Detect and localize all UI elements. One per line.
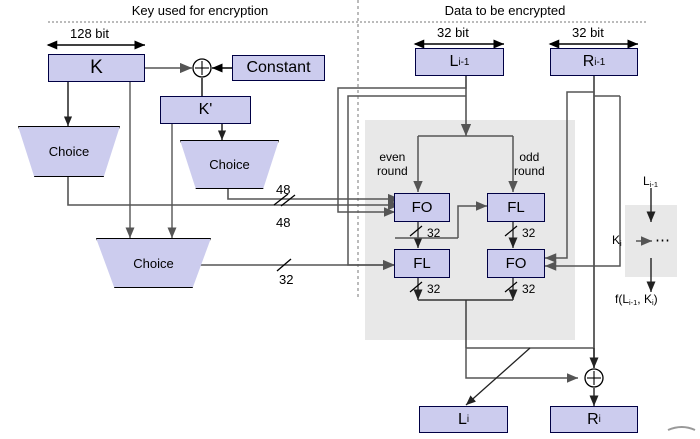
width-32-even-upper: 32 xyxy=(427,226,441,240)
input-right-subscript: i-1 xyxy=(594,56,606,68)
choice-box-3[interactable]: Choice xyxy=(96,238,211,288)
header-left: Key used for encryption xyxy=(131,3,269,18)
width-32-odd-upper: 32 xyxy=(522,226,536,240)
output-right-subscript: i xyxy=(598,414,601,425)
legend-key-text: K xyxy=(612,233,621,247)
output-right-label: R xyxy=(587,410,599,428)
kprime-box[interactable]: K' xyxy=(160,96,251,124)
legend-key-subscript: i xyxy=(620,239,622,249)
fo-even-box[interactable]: FO xyxy=(394,193,450,222)
even-round-label: even round xyxy=(377,150,408,178)
width-32-even-lower: 32 xyxy=(427,282,441,296)
input-left-label: L xyxy=(449,53,459,70)
even-round-line1: even xyxy=(379,150,406,164)
odd-round-label: odd round xyxy=(514,150,545,178)
legend-result-prefix: f(L xyxy=(615,292,630,306)
constant-box[interactable]: Constant xyxy=(232,55,325,81)
even-round-line2: round xyxy=(377,164,408,178)
odd-round-line2: round xyxy=(514,164,545,178)
legend-result-label: f(Li-1, Ki) xyxy=(615,292,658,307)
bus-width-48-lower: 48 xyxy=(276,215,291,230)
legend-ellipsis: ⋯ xyxy=(655,232,670,249)
odd-round-line1: odd xyxy=(519,150,540,164)
dim-left-32bit-label: 32 bit xyxy=(437,25,469,40)
legend-input-label: Li-1 xyxy=(643,174,658,189)
legend-result-mid: , K xyxy=(637,292,652,306)
fo-odd-box[interactable]: FO xyxy=(487,249,545,278)
choice-box-1[interactable]: Choice xyxy=(18,126,120,177)
output-left-subscript: i xyxy=(466,414,470,425)
dim-right-32bit-label: 32 bit xyxy=(572,25,604,40)
bus-width-48-upper: 48 xyxy=(276,182,291,197)
legend-result-sub1: i-1 xyxy=(629,298,638,308)
header-right: Data to be encrypted xyxy=(444,3,566,18)
fl-odd-box[interactable]: FL xyxy=(487,193,545,222)
legend-result-sub2: i xyxy=(651,298,654,308)
key-box[interactable]: K xyxy=(48,54,145,82)
output-left-label: L xyxy=(457,410,467,428)
bus-width-32: 32 xyxy=(279,272,294,287)
legend-result-suffix: ) xyxy=(653,292,658,306)
legend-key-label: Ki xyxy=(612,233,622,248)
round-function-panel xyxy=(365,120,575,340)
fl-even-box[interactable]: FL xyxy=(394,249,450,278)
dim-128bit-label: 128 bit xyxy=(70,26,110,41)
input-right-label: R xyxy=(582,53,595,70)
width-32-odd-lower: 32 xyxy=(522,282,536,296)
input-left-subscript: i-1 xyxy=(458,56,470,68)
legend-input-subscript: i-1 xyxy=(649,180,658,190)
legend-input-text: L xyxy=(643,174,650,188)
choice-box-2[interactable]: Choice xyxy=(180,140,279,189)
